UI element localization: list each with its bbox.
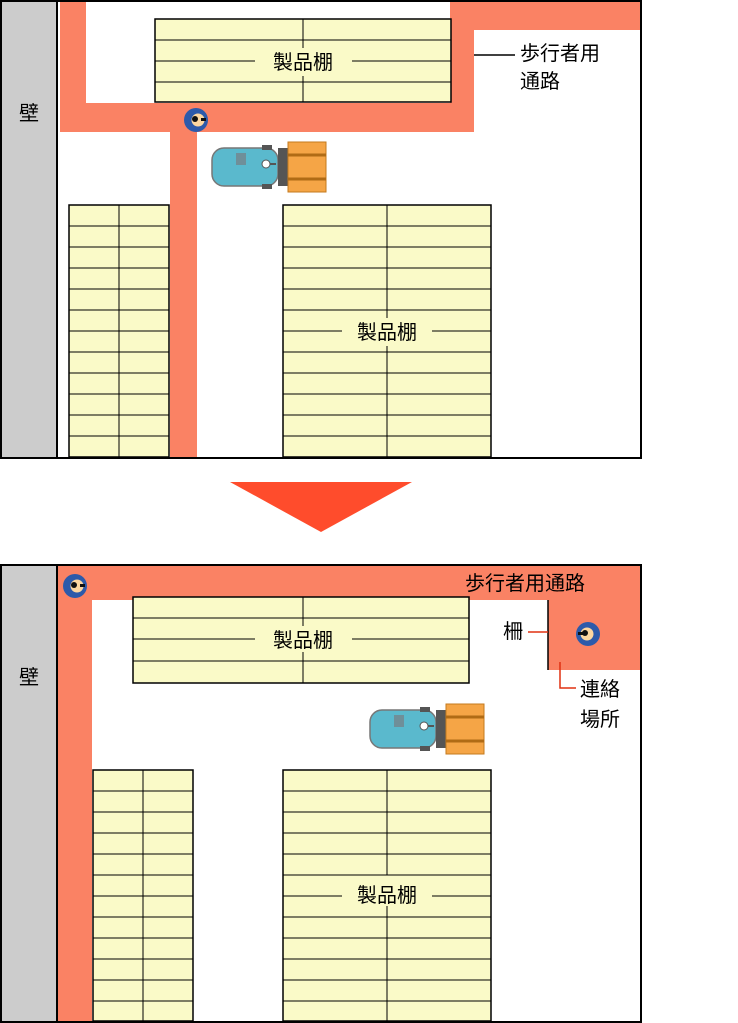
- shelf-big-label: 製品棚: [357, 883, 417, 907]
- forklift-icon: [369, 703, 485, 755]
- shelf-left: [92, 769, 194, 1022]
- shelf-top-label: 製品棚: [273, 628, 333, 652]
- shelf-left: [68, 204, 170, 458]
- shelf-big: 製品棚: [282, 204, 492, 458]
- contact-leader-line: [559, 662, 576, 689]
- layout-before: 壁 製品棚 歩行者用 通路: [0, 0, 642, 459]
- shelf-top: 製品棚: [132, 596, 470, 684]
- walkway: [60, 2, 640, 457]
- layout-after-canvas: 壁 歩行者用通路 柵 連絡 場所: [0, 564, 642, 1023]
- layout-before-canvas: 壁 製品棚 歩行者用 通路: [0, 0, 642, 459]
- contact-label-line2: 場所: [580, 707, 620, 731]
- layout-after: 壁 歩行者用通路 柵 連絡 場所: [0, 564, 642, 1023]
- walkway: [58, 566, 640, 1021]
- shelf-top: 製品棚: [154, 18, 452, 103]
- wall-label: 壁: [19, 101, 39, 125]
- shelf-big: 製品棚: [282, 769, 492, 1022]
- worker-icon: [63, 574, 87, 598]
- wall: [0, 564, 58, 1023]
- worker-icon: [576, 622, 600, 646]
- forklift-icon: [211, 141, 327, 193]
- contact-label-line1: 連絡: [580, 677, 620, 701]
- down-arrow-icon: [230, 482, 412, 532]
- fence-label: 柵: [503, 619, 523, 643]
- shelf-top-label: 製品棚: [273, 50, 333, 74]
- walkway-label: 歩行者用通路: [465, 571, 585, 595]
- walkway-label-line2: 通路: [520, 69, 560, 93]
- worker-icon: [184, 108, 208, 132]
- wall-label: 壁: [19, 665, 39, 689]
- wall: [0, 0, 58, 459]
- walkway-label-line1: 歩行者用: [520, 41, 600, 65]
- shelf-big-label: 製品棚: [357, 320, 417, 344]
